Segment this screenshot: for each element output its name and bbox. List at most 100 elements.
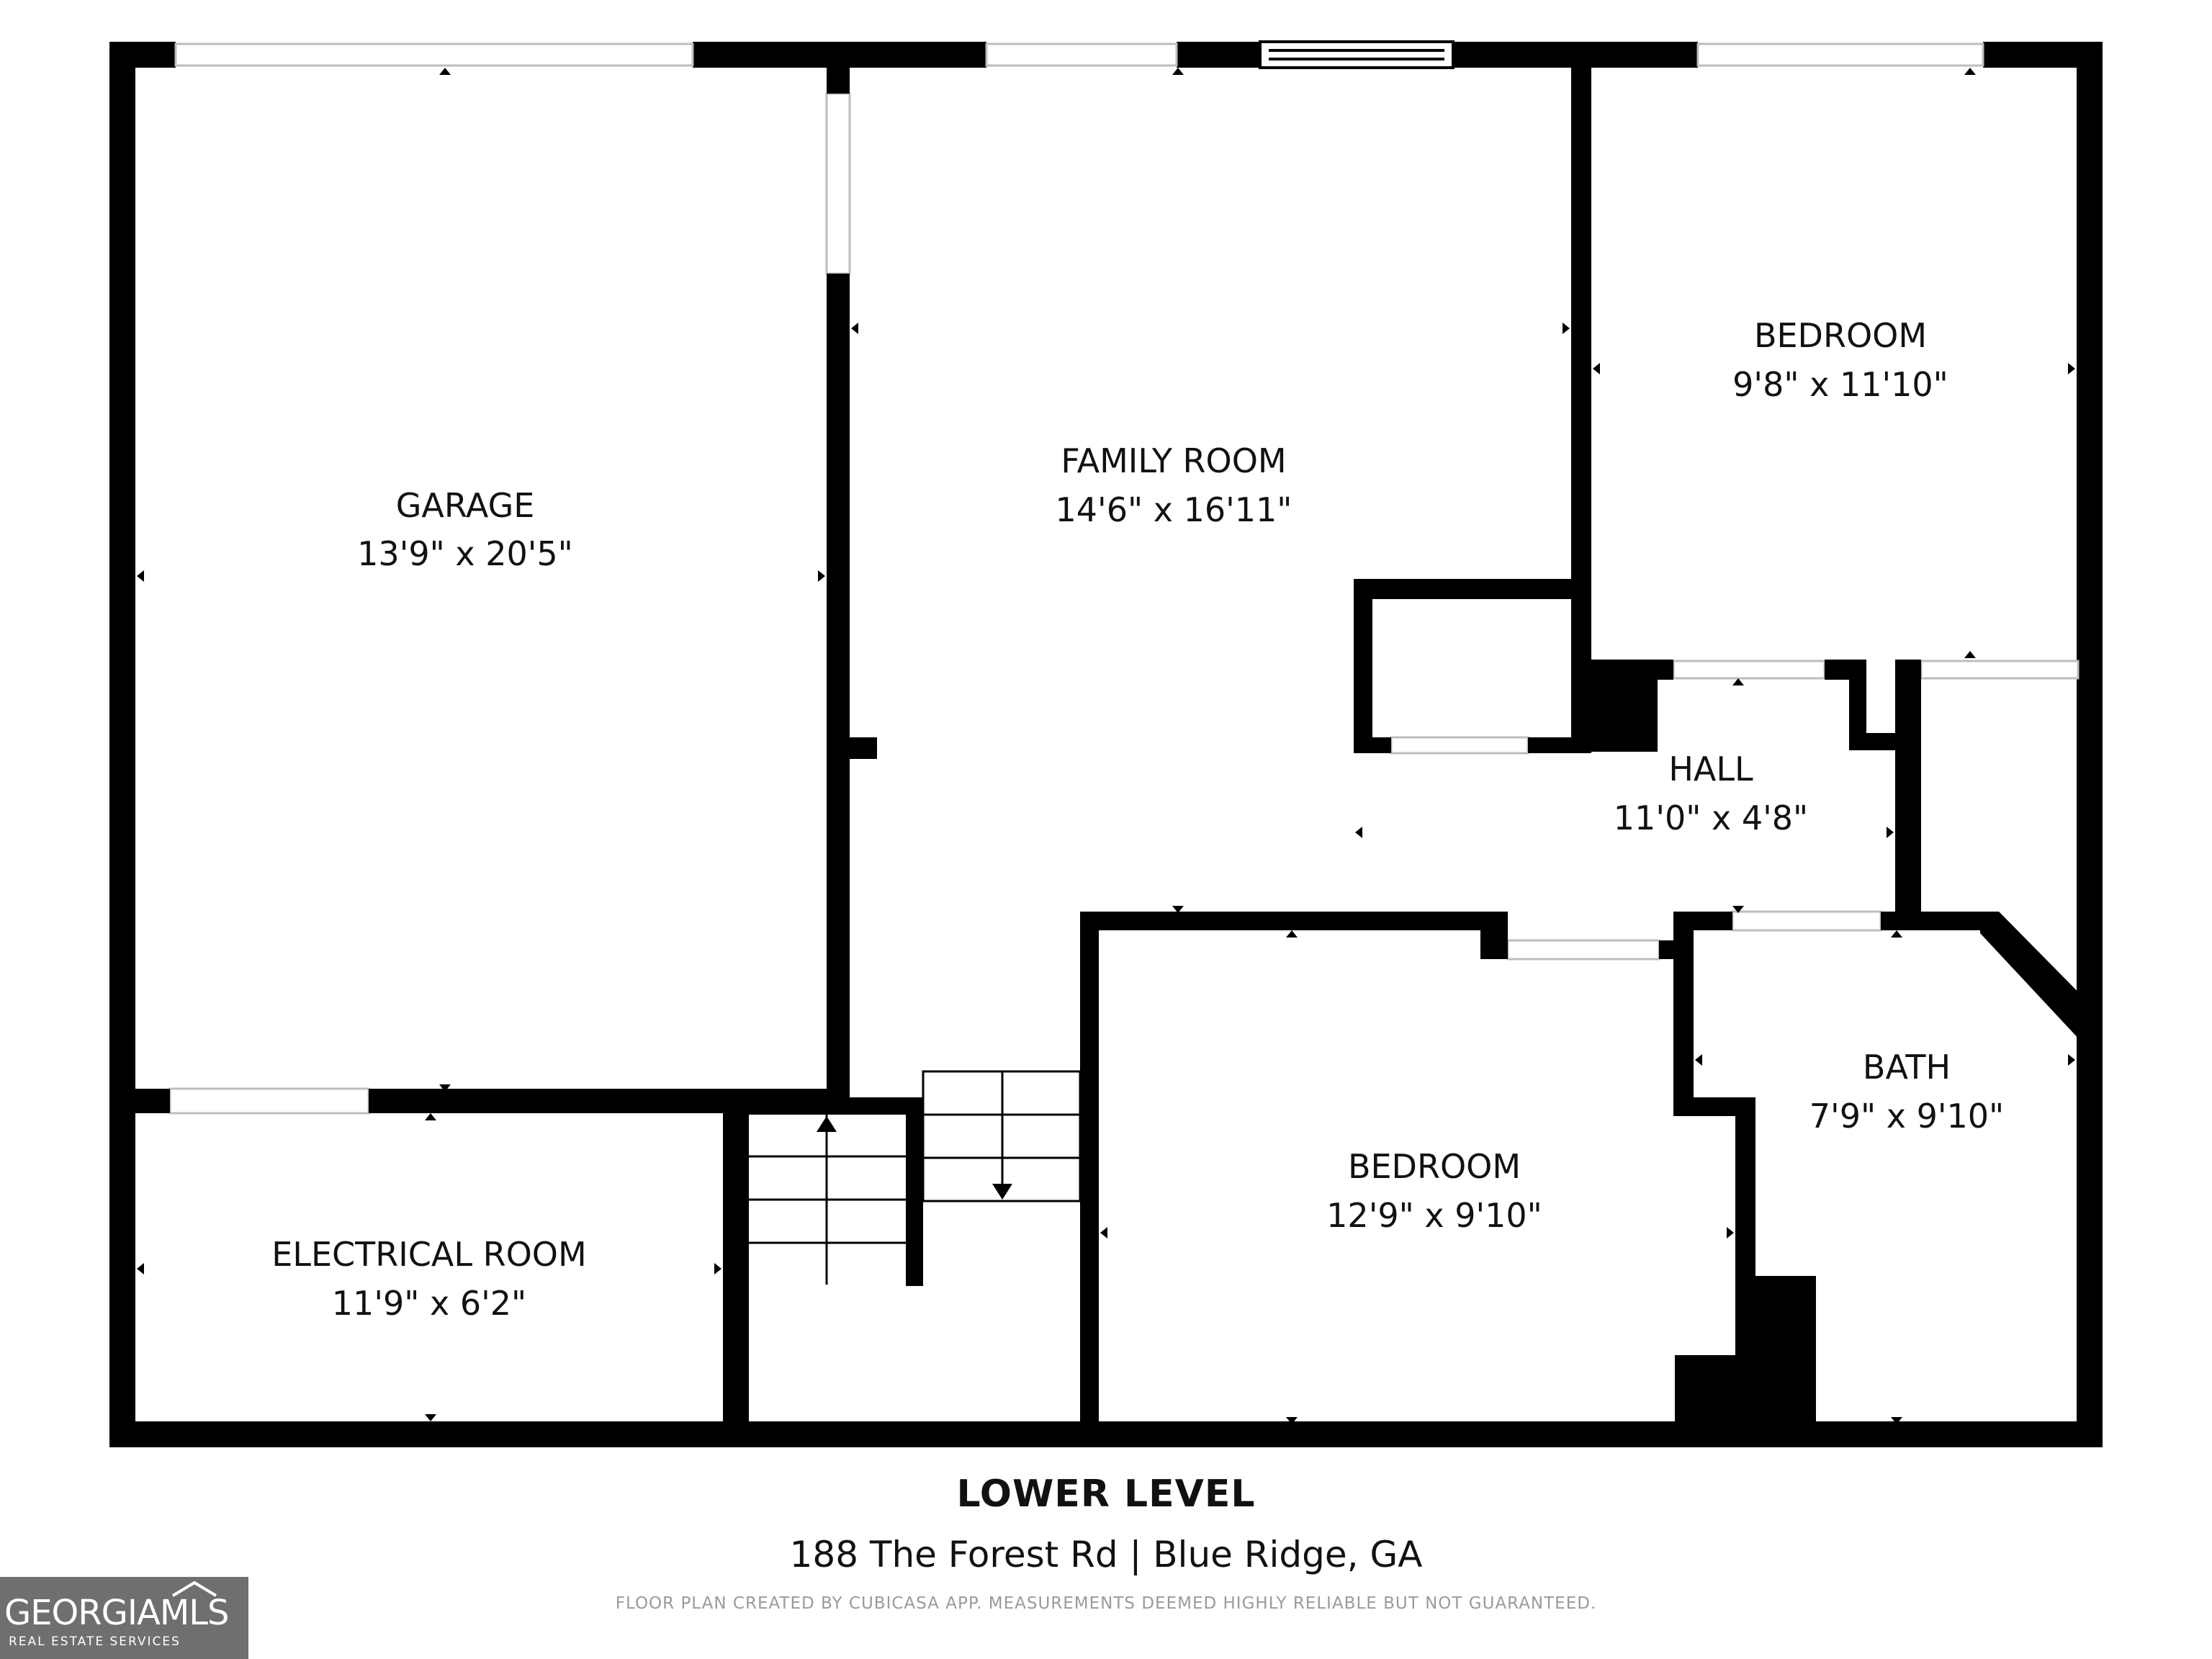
window-closet-right [1920,660,2080,680]
interior-walls [135,68,2103,1424]
wall-closet-bottom-left [1354,737,1391,753]
marker-10 [1593,363,1600,374]
marker-6 [851,323,858,334]
marker-20 [1891,1417,1902,1424]
window-family-1 [985,42,1178,67]
stairs-down [922,1070,1082,1202]
wall-bottom [109,1421,2103,1447]
wall-top-3 [1177,42,1260,68]
marker-4 [439,1084,451,1092]
room-name-family-room: FAMILY ROOM [1061,441,1286,480]
wall-bedroom2-left [1080,912,1099,1423]
window-bedroom2-door [1506,939,1660,961]
marker-13 [1732,678,1744,685]
marker-2 [137,570,144,582]
stair-up-arrow [817,1116,837,1156]
logo-roof-line [171,1581,217,1597]
marker-25 [425,1113,436,1120]
window-mullions [1269,49,1444,60]
logo-sub-text: REAL ESTATE SERVICES [9,1635,181,1649]
wall-bedroom2-top [1080,912,1498,930]
window-garage [174,42,694,67]
window-garage-side [825,92,851,275]
wall-closet-top [1354,579,1591,599]
marker-8 [1172,906,1184,913]
room-dims-hall: 11'0" x 4'8" [1614,799,1808,837]
marker-1 [439,68,451,75]
wall-stub [850,737,877,759]
marker-12 [1964,651,1976,658]
property-address: 188 The Forest Rd | Blue Ridge, GA [789,1534,1423,1575]
room-dims-garage: 13'9" x 20'5" [357,534,573,573]
room-labels: GARAGE 13'9" x 20'5" FAMILY ROOM 14'6" x… [271,316,2004,1323]
wall-closet-left [1354,579,1372,753]
window-mullion-1 [1269,49,1444,52]
window-mullion-2 [1269,58,1444,60]
marker-3 [818,570,825,582]
marker-18 [1695,1054,1702,1066]
wall-hall-nub-right [1895,660,1921,912]
wall-garage-family-top [827,68,850,94]
room-name-hall: HALL [1668,750,1753,788]
room-dims-electrical-room: 11'9" x 6'2" [332,1284,526,1323]
wall-family-right [1571,68,1591,660]
marker-27 [714,1263,721,1274]
wall-hall-top-1 [1571,660,1673,680]
marker-11 [2068,363,2075,374]
marker-5 [1172,68,1184,75]
window-bath-door [1731,910,1882,932]
wall-garage-family [827,274,850,1099]
marker-16 [1732,906,1744,913]
wall-stair-right [906,1097,923,1286]
marker-19 [2068,1054,2075,1066]
marker-26 [137,1263,144,1274]
wall-bath-top-left [1673,912,1732,930]
wall-bedroom2-notch [1480,912,1508,959]
dimension-markers [137,68,2075,1424]
wall-hall-top-3 [1895,660,1921,680]
wall-right [2077,42,2103,1447]
room-name-electrical-room: ELECTRICAL ROOM [271,1235,586,1274]
room-name-bedroom-1: BEDROOM [1754,316,1927,355]
georgia-mls-logo: GEORGIAMLS REAL ESTATE SERVICES [0,1577,248,1659]
wall-bath-block-1 [1675,1355,1754,1424]
room-name-garage: GARAGE [396,486,535,525]
marker-14 [1355,827,1362,838]
marker-23 [1727,1227,1734,1238]
room-dims-family-room: 14'6" x 16'11" [1056,490,1292,529]
window-closet [1390,736,1529,755]
wall-electrical-right [723,1113,749,1423]
disclaimer: FLOOR PLAN CREATED BY CUBICASA APP. MEAS… [615,1594,1597,1613]
marker-21 [1286,930,1298,938]
wall-garage-bottom-1 [135,1089,170,1113]
wall-top-2 [693,42,986,68]
window-electrical [168,1087,370,1115]
room-dims-bath: 7'9" x 9'10" [1809,1097,2004,1136]
marker-24 [1286,1417,1298,1424]
wall-bath-left-top [1673,912,1694,1113]
stair-up-arrowhead [817,1116,837,1132]
room-dims-bedroom-1: 9'8" x 11'10" [1732,365,1948,404]
window-hall-top [1672,660,1826,680]
marker-22 [1100,1227,1107,1238]
marker-28 [425,1414,436,1421]
wall-stair-top [723,1097,923,1115]
level-title: LOWER LEVEL [956,1473,1256,1516]
wall-bath-step [1673,1097,1740,1116]
marker-7 [1563,323,1570,334]
logo-main-text: GEORGIAMLS [4,1593,229,1633]
wall-top-4 [1453,42,1698,68]
window-family-2 [1259,40,1455,69]
logo-roof-icon [171,1581,217,1597]
stair-down-arrowhead [992,1184,1012,1200]
room-name-bath: BATH [1863,1048,1951,1087]
wall-bath-diagonal [1980,912,2103,1041]
window-bedroom [1696,42,1984,67]
marker-15 [1887,827,1894,838]
room-dims-bedroom-2: 12'9" x 9'10" [1326,1196,1542,1235]
wall-left [109,42,135,1447]
stairs-up [749,1115,906,1285]
marker-17 [1891,930,1902,938]
room-name-bedroom-2: BEDROOM [1348,1147,1521,1186]
